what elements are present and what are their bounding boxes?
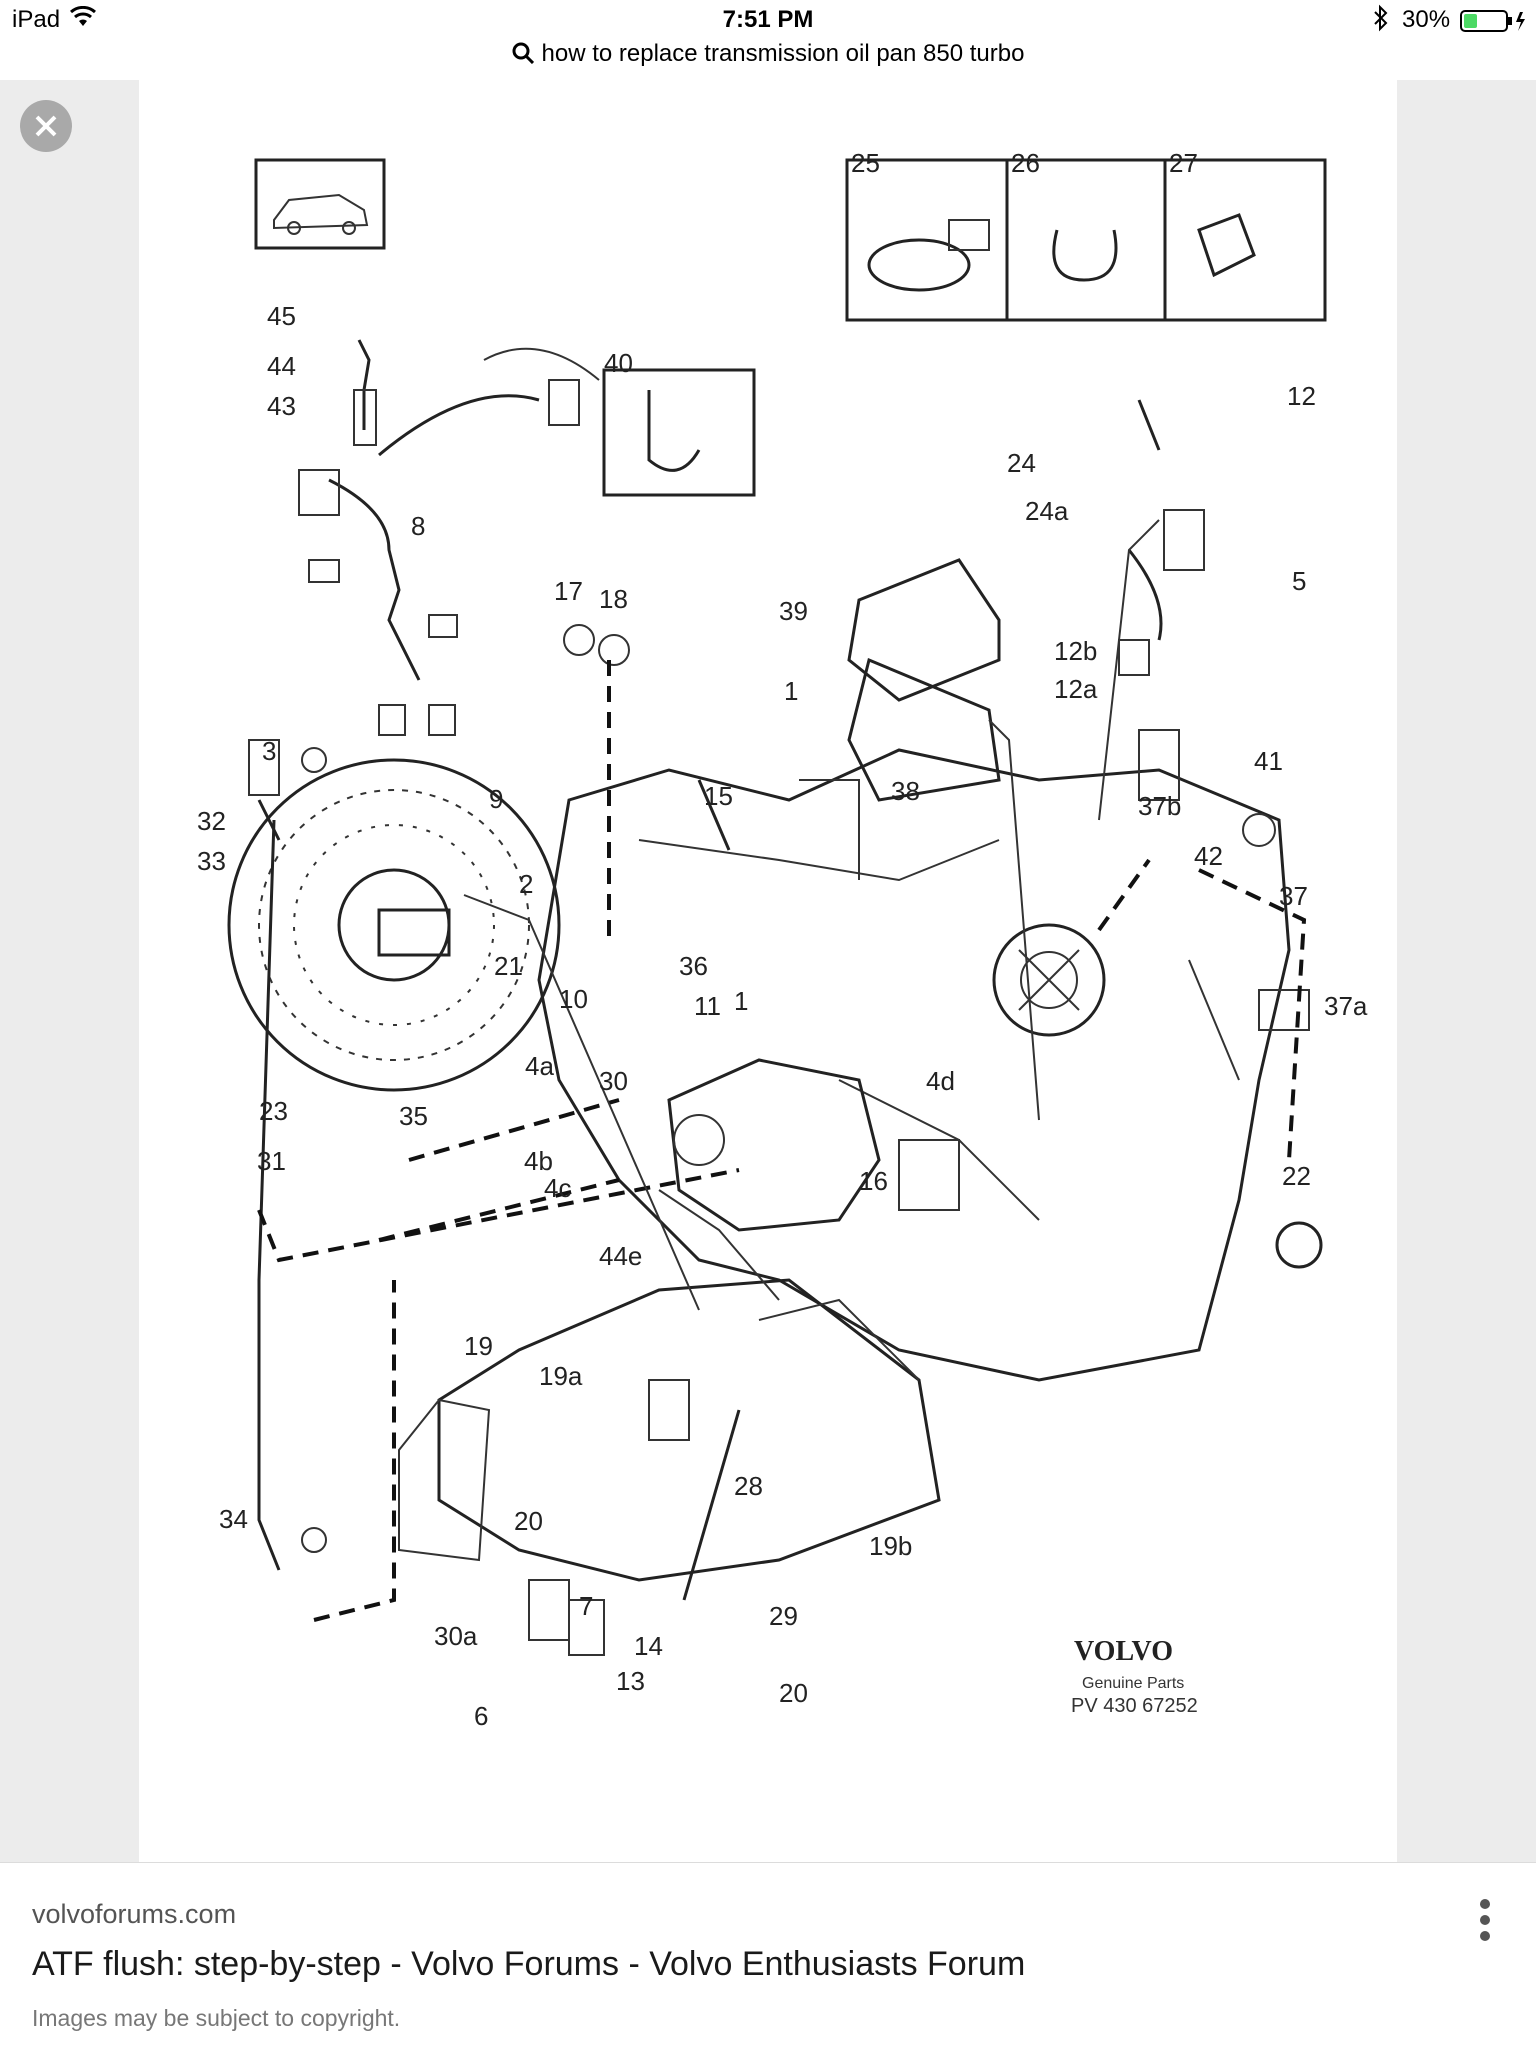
svg-text:4b: 4b <box>524 1146 553 1176</box>
svg-text:23: 23 <box>259 1096 288 1126</box>
svg-text:30: 30 <box>599 1066 628 1096</box>
svg-text:26: 26 <box>1011 148 1040 178</box>
search-icon <box>512 42 534 65</box>
svg-text:35: 35 <box>399 1101 428 1131</box>
svg-text:11: 11 <box>694 991 721 1021</box>
svg-text:29: 29 <box>769 1601 798 1631</box>
svg-text:5: 5 <box>1292 566 1306 596</box>
svg-text:17: 17 <box>554 576 583 606</box>
svg-text:19b: 19b <box>869 1531 912 1561</box>
svg-text:37b: 37b <box>1138 791 1181 821</box>
svg-text:24a: 24a <box>1025 496 1069 526</box>
search-result-card[interactable]: volvoforums.com ATF flush: step-by-step … <box>0 1862 1536 2049</box>
svg-text:7: 7 <box>579 1591 593 1621</box>
svg-text:18: 18 <box>599 584 628 614</box>
close-button[interactable] <box>20 100 72 152</box>
svg-text:37: 37 <box>1279 881 1308 911</box>
clock: 7:51 PM <box>722 6 814 33</box>
close-icon <box>35 115 57 137</box>
svg-text:38: 38 <box>891 776 920 806</box>
svg-text:13: 13 <box>616 1666 645 1696</box>
svg-text:31: 31 <box>257 1146 286 1176</box>
svg-text:30a: 30a <box>434 1621 478 1651</box>
svg-text:32: 32 <box>197 806 226 836</box>
svg-text:43: 43 <box>267 391 296 421</box>
battery-icon <box>1460 10 1526 37</box>
svg-text:1: 1 <box>784 676 798 706</box>
battery-percent: 30% <box>1402 6 1451 33</box>
svg-text:44: 44 <box>267 351 296 381</box>
search-query[interactable]: how to replace transmission oil pan 850 … <box>541 40 1025 67</box>
svg-text:25: 25 <box>851 148 880 178</box>
status-bar: iPad 7:51 PM 30% <box>0 0 1536 40</box>
search-bar[interactable]: how to replace transmission oil pan 850 … <box>0 40 1536 81</box>
svg-text:21: 21 <box>494 951 523 981</box>
svg-text:20: 20 <box>514 1506 543 1536</box>
svg-text:4d: 4d <box>926 1066 955 1096</box>
svg-text:24: 24 <box>1007 448 1036 478</box>
svg-text:2: 2 <box>519 869 533 899</box>
carrier-label: iPad <box>12 6 61 33</box>
diagram-brand: VOLVO <box>1074 1636 1173 1667</box>
diagram-brand-sub: Genuine Parts <box>1082 1675 1184 1692</box>
svg-text:15: 15 <box>704 781 733 811</box>
svg-text:9: 9 <box>489 784 503 814</box>
svg-text:40: 40 <box>604 348 633 378</box>
result-source[interactable]: volvoforums.com <box>32 1899 237 1929</box>
svg-text:36: 36 <box>679 951 708 981</box>
svg-text:45: 45 <box>267 301 296 331</box>
svg-text:6: 6 <box>474 1701 488 1731</box>
svg-text:12b: 12b <box>1054 636 1097 666</box>
svg-text:12: 12 <box>1287 381 1316 411</box>
svg-text:44e: 44e <box>599 1241 642 1271</box>
svg-text:4a: 4a <box>525 1051 554 1081</box>
copyright-notice: Images may be subject to copyright. <box>32 2005 401 2031</box>
svg-text:8: 8 <box>411 511 425 541</box>
diagram-part-number: PV 430 67252 <box>1071 1695 1198 1717</box>
svg-text:16: 16 <box>859 1166 888 1196</box>
svg-text:10: 10 <box>559 984 588 1014</box>
svg-text:22: 22 <box>1282 1161 1311 1191</box>
transmission-parts-diagram[interactable]: 45 44 43 40 8 17 18 3 32 33 9 2 21 10 15… <box>139 80 1397 1862</box>
more-vert-icon[interactable] <box>1470 1893 1500 1949</box>
svg-text:28: 28 <box>734 1471 763 1501</box>
svg-text:20: 20 <box>779 1678 808 1708</box>
svg-text:41: 41 <box>1254 746 1283 776</box>
svg-text:3: 3 <box>262 736 276 766</box>
svg-text:33: 33 <box>197 846 226 876</box>
svg-text:12a: 12a <box>1054 674 1098 704</box>
wifi-icon <box>70 5 96 33</box>
svg-text:42: 42 <box>1194 841 1223 871</box>
svg-text:19a: 19a <box>539 1361 583 1391</box>
svg-text:19: 19 <box>464 1331 493 1361</box>
result-title[interactable]: ATF flush: step-by-step - Volvo Forums -… <box>32 1945 1026 1983</box>
svg-text:37a: 37a <box>1324 991 1368 1021</box>
svg-text:14: 14 <box>634 1631 663 1661</box>
svg-text:1: 1 <box>734 986 748 1016</box>
svg-text:39: 39 <box>779 596 808 626</box>
bluetooth-icon <box>1372 4 1390 37</box>
svg-text:34: 34 <box>219 1504 248 1534</box>
svg-text:4c: 4c <box>544 1173 571 1203</box>
svg-text:27: 27 <box>1169 148 1198 178</box>
